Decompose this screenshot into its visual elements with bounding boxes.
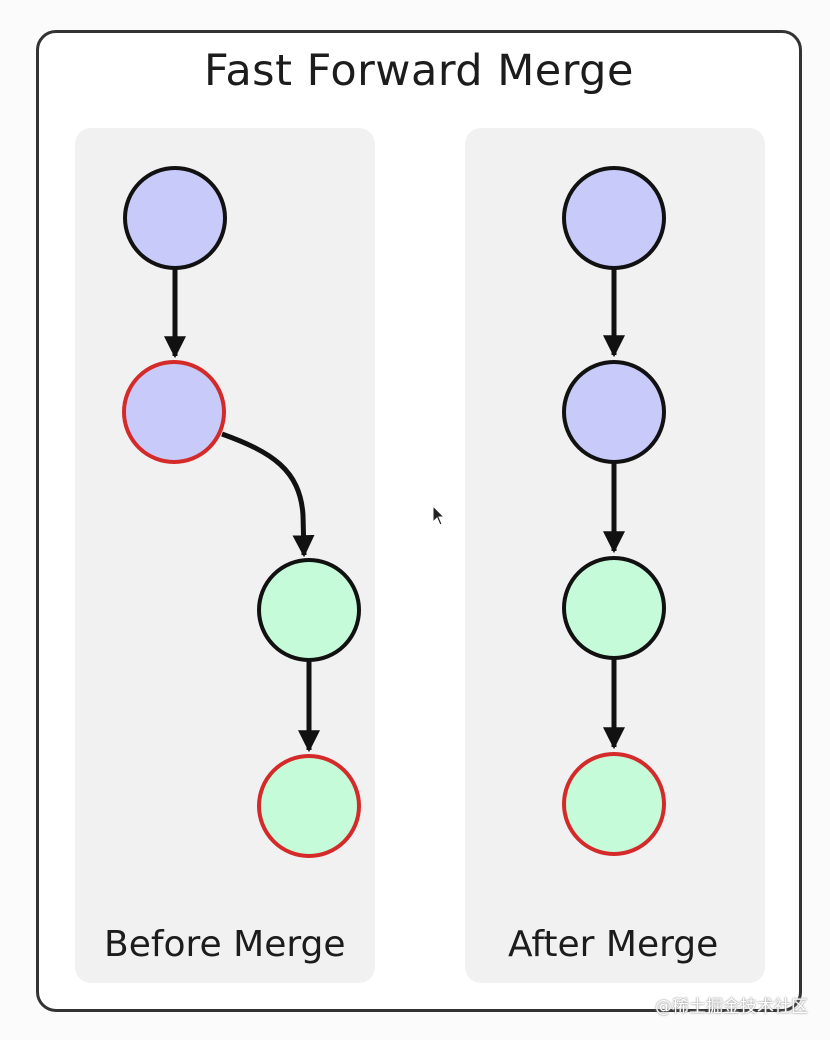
before-commit-4-branch-head (257, 754, 361, 858)
after-commit-3 (562, 556, 666, 660)
before-commit-1 (123, 166, 227, 270)
mouse-pointer-icon (432, 504, 446, 526)
before-merge-label: Before Merge (104, 924, 346, 965)
diagram-title: Fast Forward Merge (204, 46, 634, 96)
after-commit-4-branch-head (562, 752, 666, 856)
before-commit-2-branch-head (122, 360, 226, 464)
before-commit-3 (257, 558, 361, 662)
after-commit-1 (562, 166, 666, 270)
before-edge-2-3 (221, 431, 315, 558)
after-merge-label: After Merge (508, 924, 719, 965)
after-commit-2 (562, 360, 666, 464)
watermark: @稀土掘金技术社区 (655, 997, 808, 1017)
